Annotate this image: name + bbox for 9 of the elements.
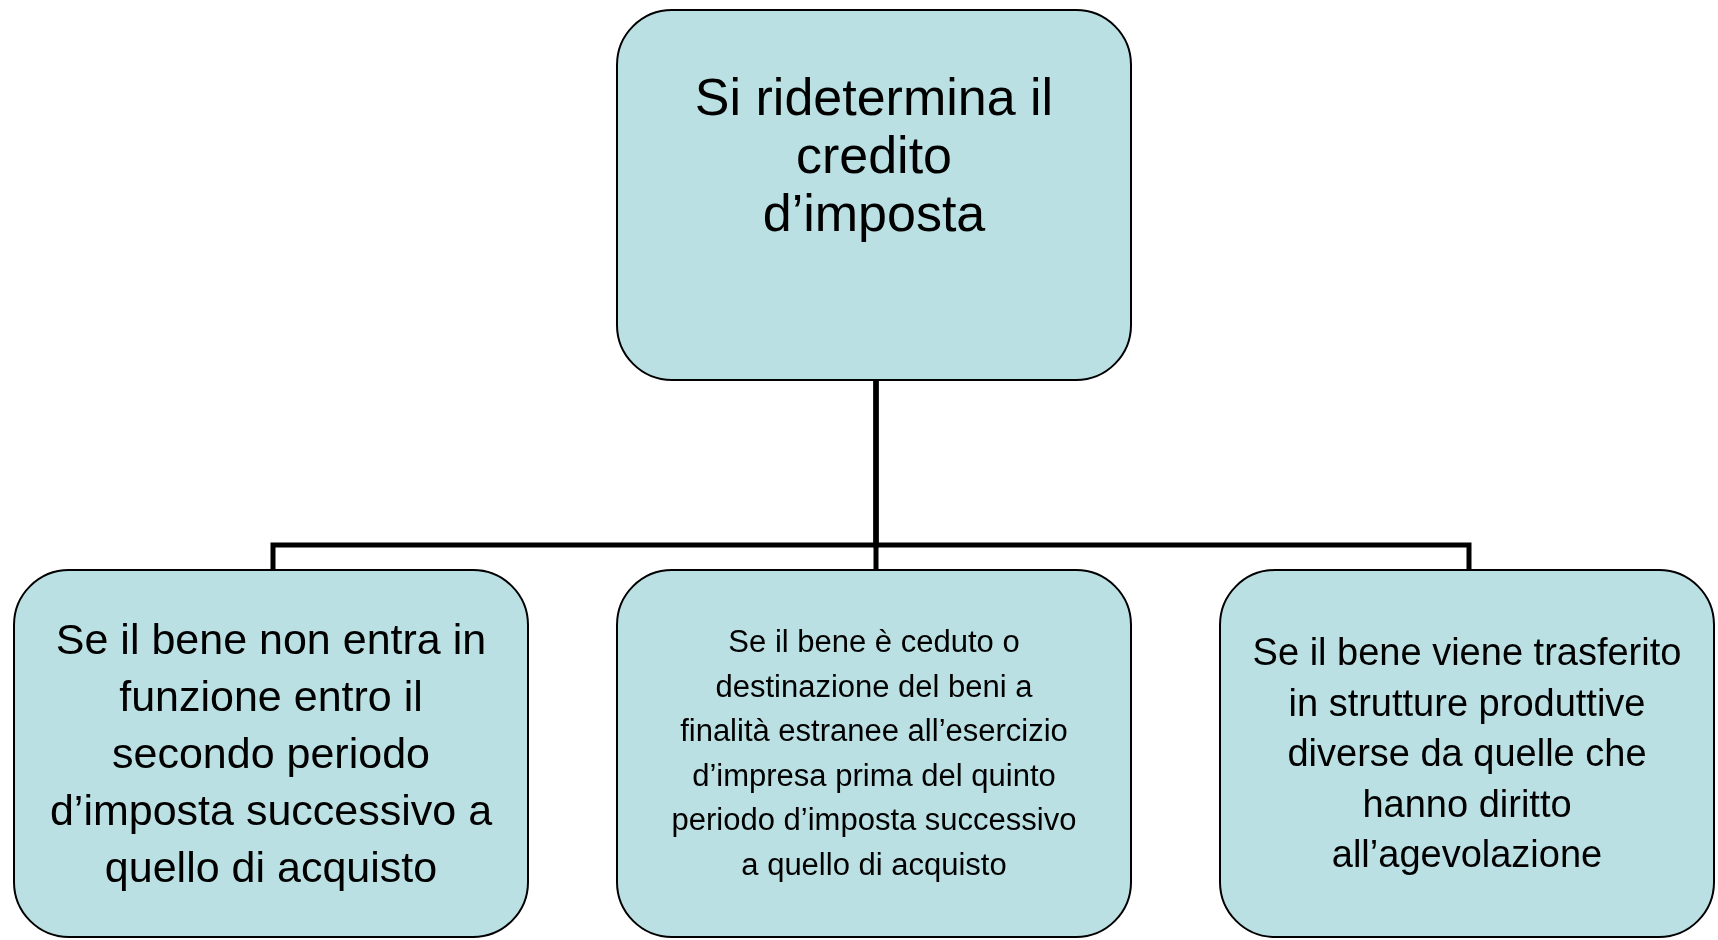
box-text: Se il bene viene trasferito in strutture produttive diverse da quelle che hanno diritto all’agevolazione — [1251, 630, 1683, 878]
box-text: Se il bene non entra in funzione entro il secondo periodo d’imposta successivo a quello di acquisto — [48, 614, 494, 893]
rounded-box — [616, 9, 1132, 381]
box-text: Se il bene è ceduto o destinazione del beni a finalità estranee all’esercizio d’impresa prima del quinto periodo d’imposta successivo a quello di acquisto — [670, 623, 1078, 884]
rounded-box — [13, 569, 529, 938]
rounded-box — [1219, 569, 1715, 938]
connector-line — [873, 381, 1472, 569]
rounded-box — [616, 569, 1132, 938]
box-text: Si ridetermina il credito d’imposta — [693, 68, 1055, 242]
